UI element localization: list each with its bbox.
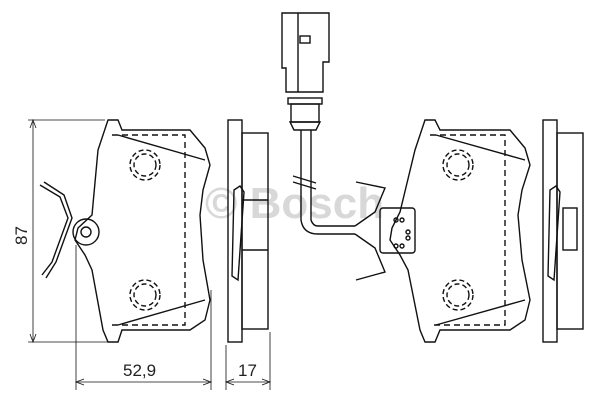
dimension-width-label: 52,9 [123, 361, 156, 380]
right-pad-side-view [542, 119, 584, 343]
left-pad-front-view [39, 119, 211, 343]
dimension-thickness-label: 17 [238, 361, 257, 380]
watermark: © Bosch [205, 179, 384, 228]
left-pad-side-view [227, 119, 269, 343]
dimension-height-label: 87 [12, 226, 31, 245]
wear-sensor [281, 12, 355, 235]
dimension-thickness: 17 [224, 332, 272, 390]
dimension-height: 87 [12, 118, 108, 344]
dimension-width: 52,9 [74, 245, 213, 390]
right-pad-front-view [354, 119, 531, 343]
